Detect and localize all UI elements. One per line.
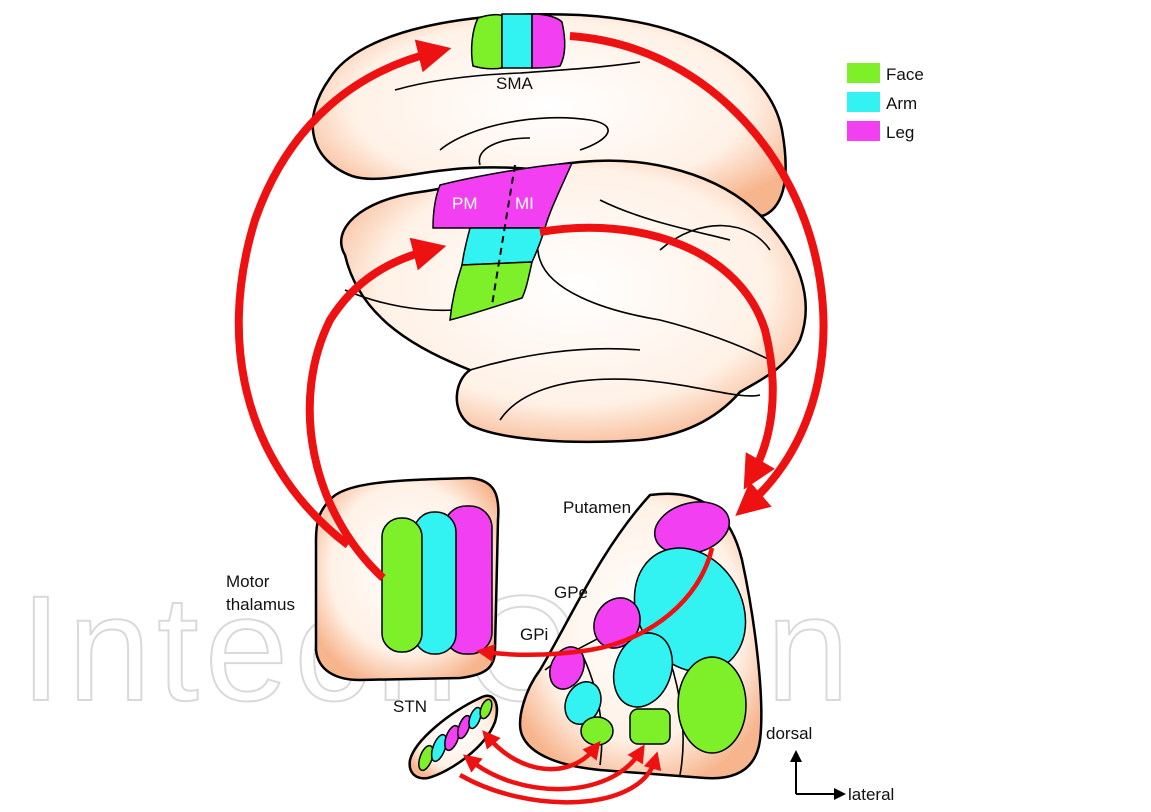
lateral-cortex: PM MI <box>341 161 806 442</box>
sma-label: SMA <box>496 74 534 93</box>
putamen-label: Putamen <box>563 498 631 517</box>
sma-face-segment <box>472 15 502 69</box>
legend-face-swatch <box>847 63 880 83</box>
sma-arm-segment <box>502 14 532 68</box>
lateral-label: lateral <box>848 785 894 804</box>
gpi-face-segment <box>581 717 613 745</box>
legend-arm-swatch <box>847 92 880 112</box>
dorsal-label: dorsal <box>766 724 812 743</box>
sma-region <box>472 14 565 69</box>
pm-label: PM <box>452 194 478 213</box>
stn-label: STN <box>393 697 427 716</box>
legend-leg-label: Leg <box>886 123 914 142</box>
lateral-arrowhead-icon <box>834 788 846 800</box>
sma-leg-segment <box>532 14 565 68</box>
gpe-label: GPe <box>554 583 588 602</box>
legend-leg-swatch <box>847 121 880 141</box>
legend-arm-label: Arm <box>886 94 917 113</box>
dorsal-arrowhead-icon <box>790 750 802 762</box>
orientation-indicator: dorsal lateral <box>766 724 894 804</box>
thalamus-face-segment <box>382 518 422 652</box>
putamen-face-segment <box>678 657 746 753</box>
legend-face-label: Face <box>886 65 924 84</box>
pm-mi-arm-segment <box>462 228 545 265</box>
motor-thalamus-label-line1: Motor <box>226 572 270 591</box>
gpi-label: GPi <box>520 625 548 644</box>
mi-label: MI <box>515 194 534 213</box>
gpe-face-segment <box>630 709 670 744</box>
legend: Face Arm Leg <box>847 63 924 142</box>
motor-thalamus-label-line2: thalamus <box>226 595 295 614</box>
